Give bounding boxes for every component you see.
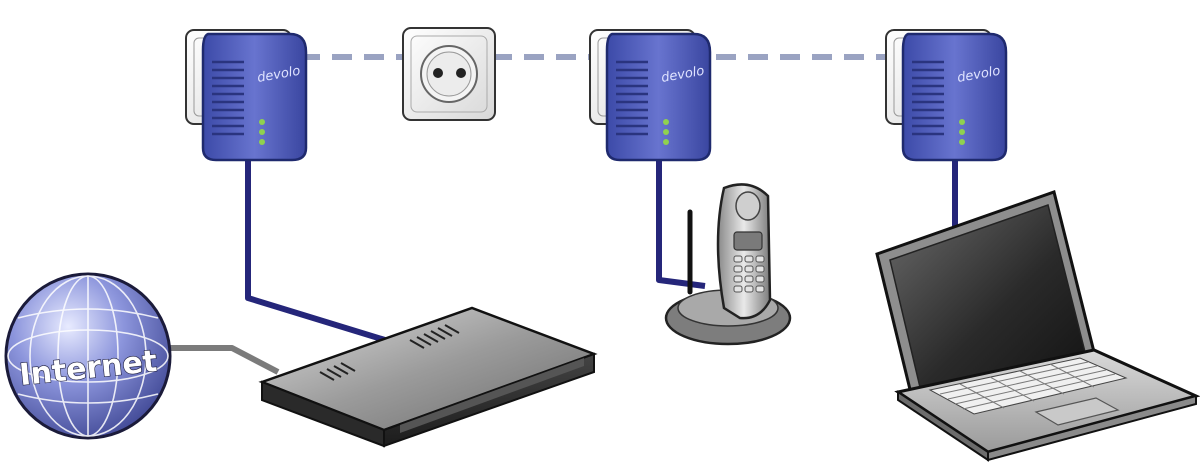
powerline-adapter-2: devolo (589, 29, 712, 162)
router-vents (319, 324, 460, 381)
brand-logo: devolo (956, 64, 1001, 86)
powerline-adapter-3: devolo (885, 29, 1008, 162)
vent-grille (616, 60, 648, 136)
router (258, 306, 598, 448)
internet-globe: Internet (4, 272, 172, 440)
status-led (663, 129, 669, 135)
status-led (259, 119, 265, 125)
laptop-trackpad (1034, 397, 1120, 426)
vent-grille (212, 60, 244, 136)
socket-hole (456, 68, 466, 78)
brand-logo: devolo (660, 64, 705, 86)
phone-keypad (733, 255, 765, 293)
status-led (959, 129, 965, 135)
cordless-phone (664, 183, 792, 346)
phone-display (733, 231, 763, 251)
globe-gridlines (7, 275, 169, 437)
status-led (959, 139, 965, 145)
laptop-key-lines (939, 361, 1116, 410)
status-led (663, 119, 669, 125)
adapter-body (201, 32, 308, 162)
powerline-adapter-1: devolo (185, 29, 308, 162)
status-led (259, 139, 265, 145)
status-led (663, 139, 669, 145)
brand-logo: devolo (256, 64, 301, 86)
wall-socket (402, 27, 496, 121)
cable-adapter2-to-phone (656, 155, 706, 289)
laptop (875, 190, 1200, 462)
cable-internet-to-router (165, 345, 280, 375)
adapter-body (605, 32, 712, 162)
vent-grille (912, 60, 944, 136)
status-led (259, 129, 265, 135)
phone-earpiece (735, 191, 761, 221)
phone-handset (716, 183, 772, 320)
cable-adapter1-to-router (245, 155, 386, 343)
laptop-keyboard (928, 357, 1128, 415)
status-led (959, 119, 965, 125)
router-light-strip (400, 358, 584, 433)
adapter-body (901, 32, 1008, 162)
socket-hole (433, 68, 443, 78)
